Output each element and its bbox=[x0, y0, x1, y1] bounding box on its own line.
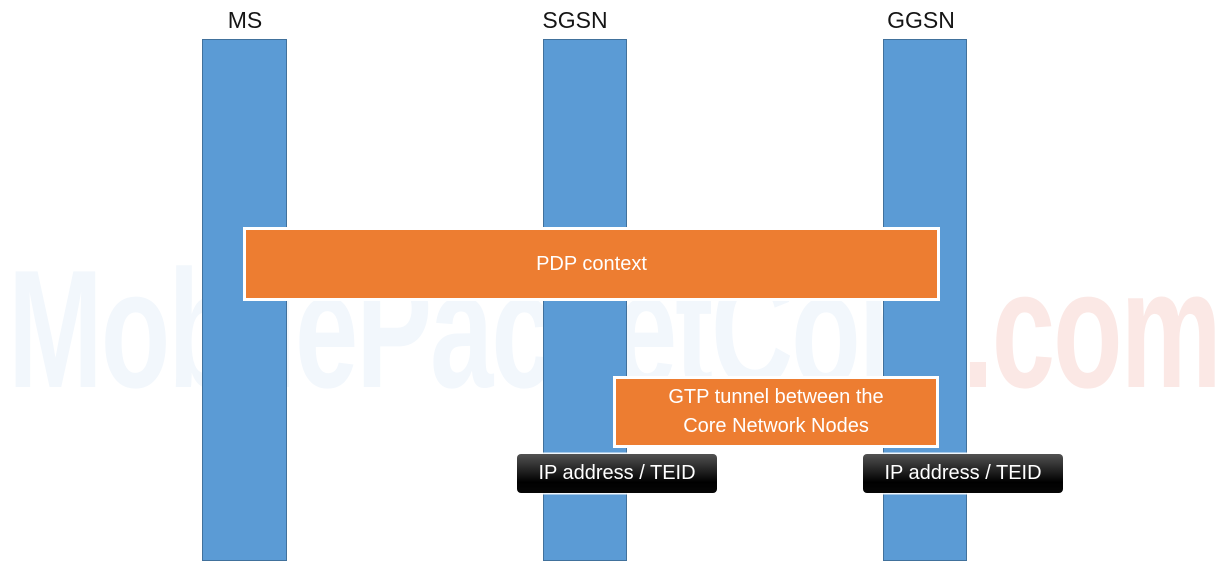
lifeline-label-ms: MS bbox=[227, 7, 263, 33]
ggsn-endpoint-label: IP address / TEID bbox=[884, 462, 1042, 484]
sgsn-endpoint-label: IP address / TEID bbox=[538, 462, 696, 484]
ggsn-endpoint-tag: IP address / TEID bbox=[863, 454, 1063, 493]
lifeline-label-ggsn: GGSN bbox=[887, 7, 955, 33]
gtp-tunnel-label-line1: GTP tunnel between the bbox=[668, 386, 884, 408]
pdp-context-box: PDP context bbox=[243, 227, 940, 301]
lifeline-label-sgsn: SGSN bbox=[542, 7, 608, 33]
gtp-tunnel-label-line2: Core Network Nodes bbox=[683, 415, 869, 437]
gtp-tunnel-box: GTP tunnel between the Core Network Node… bbox=[613, 376, 939, 448]
watermark-suffix: .com bbox=[962, 235, 1222, 423]
sgsn-endpoint-tag: IP address / TEID bbox=[517, 454, 717, 493]
pdp-context-label: PDP context bbox=[536, 252, 647, 275]
